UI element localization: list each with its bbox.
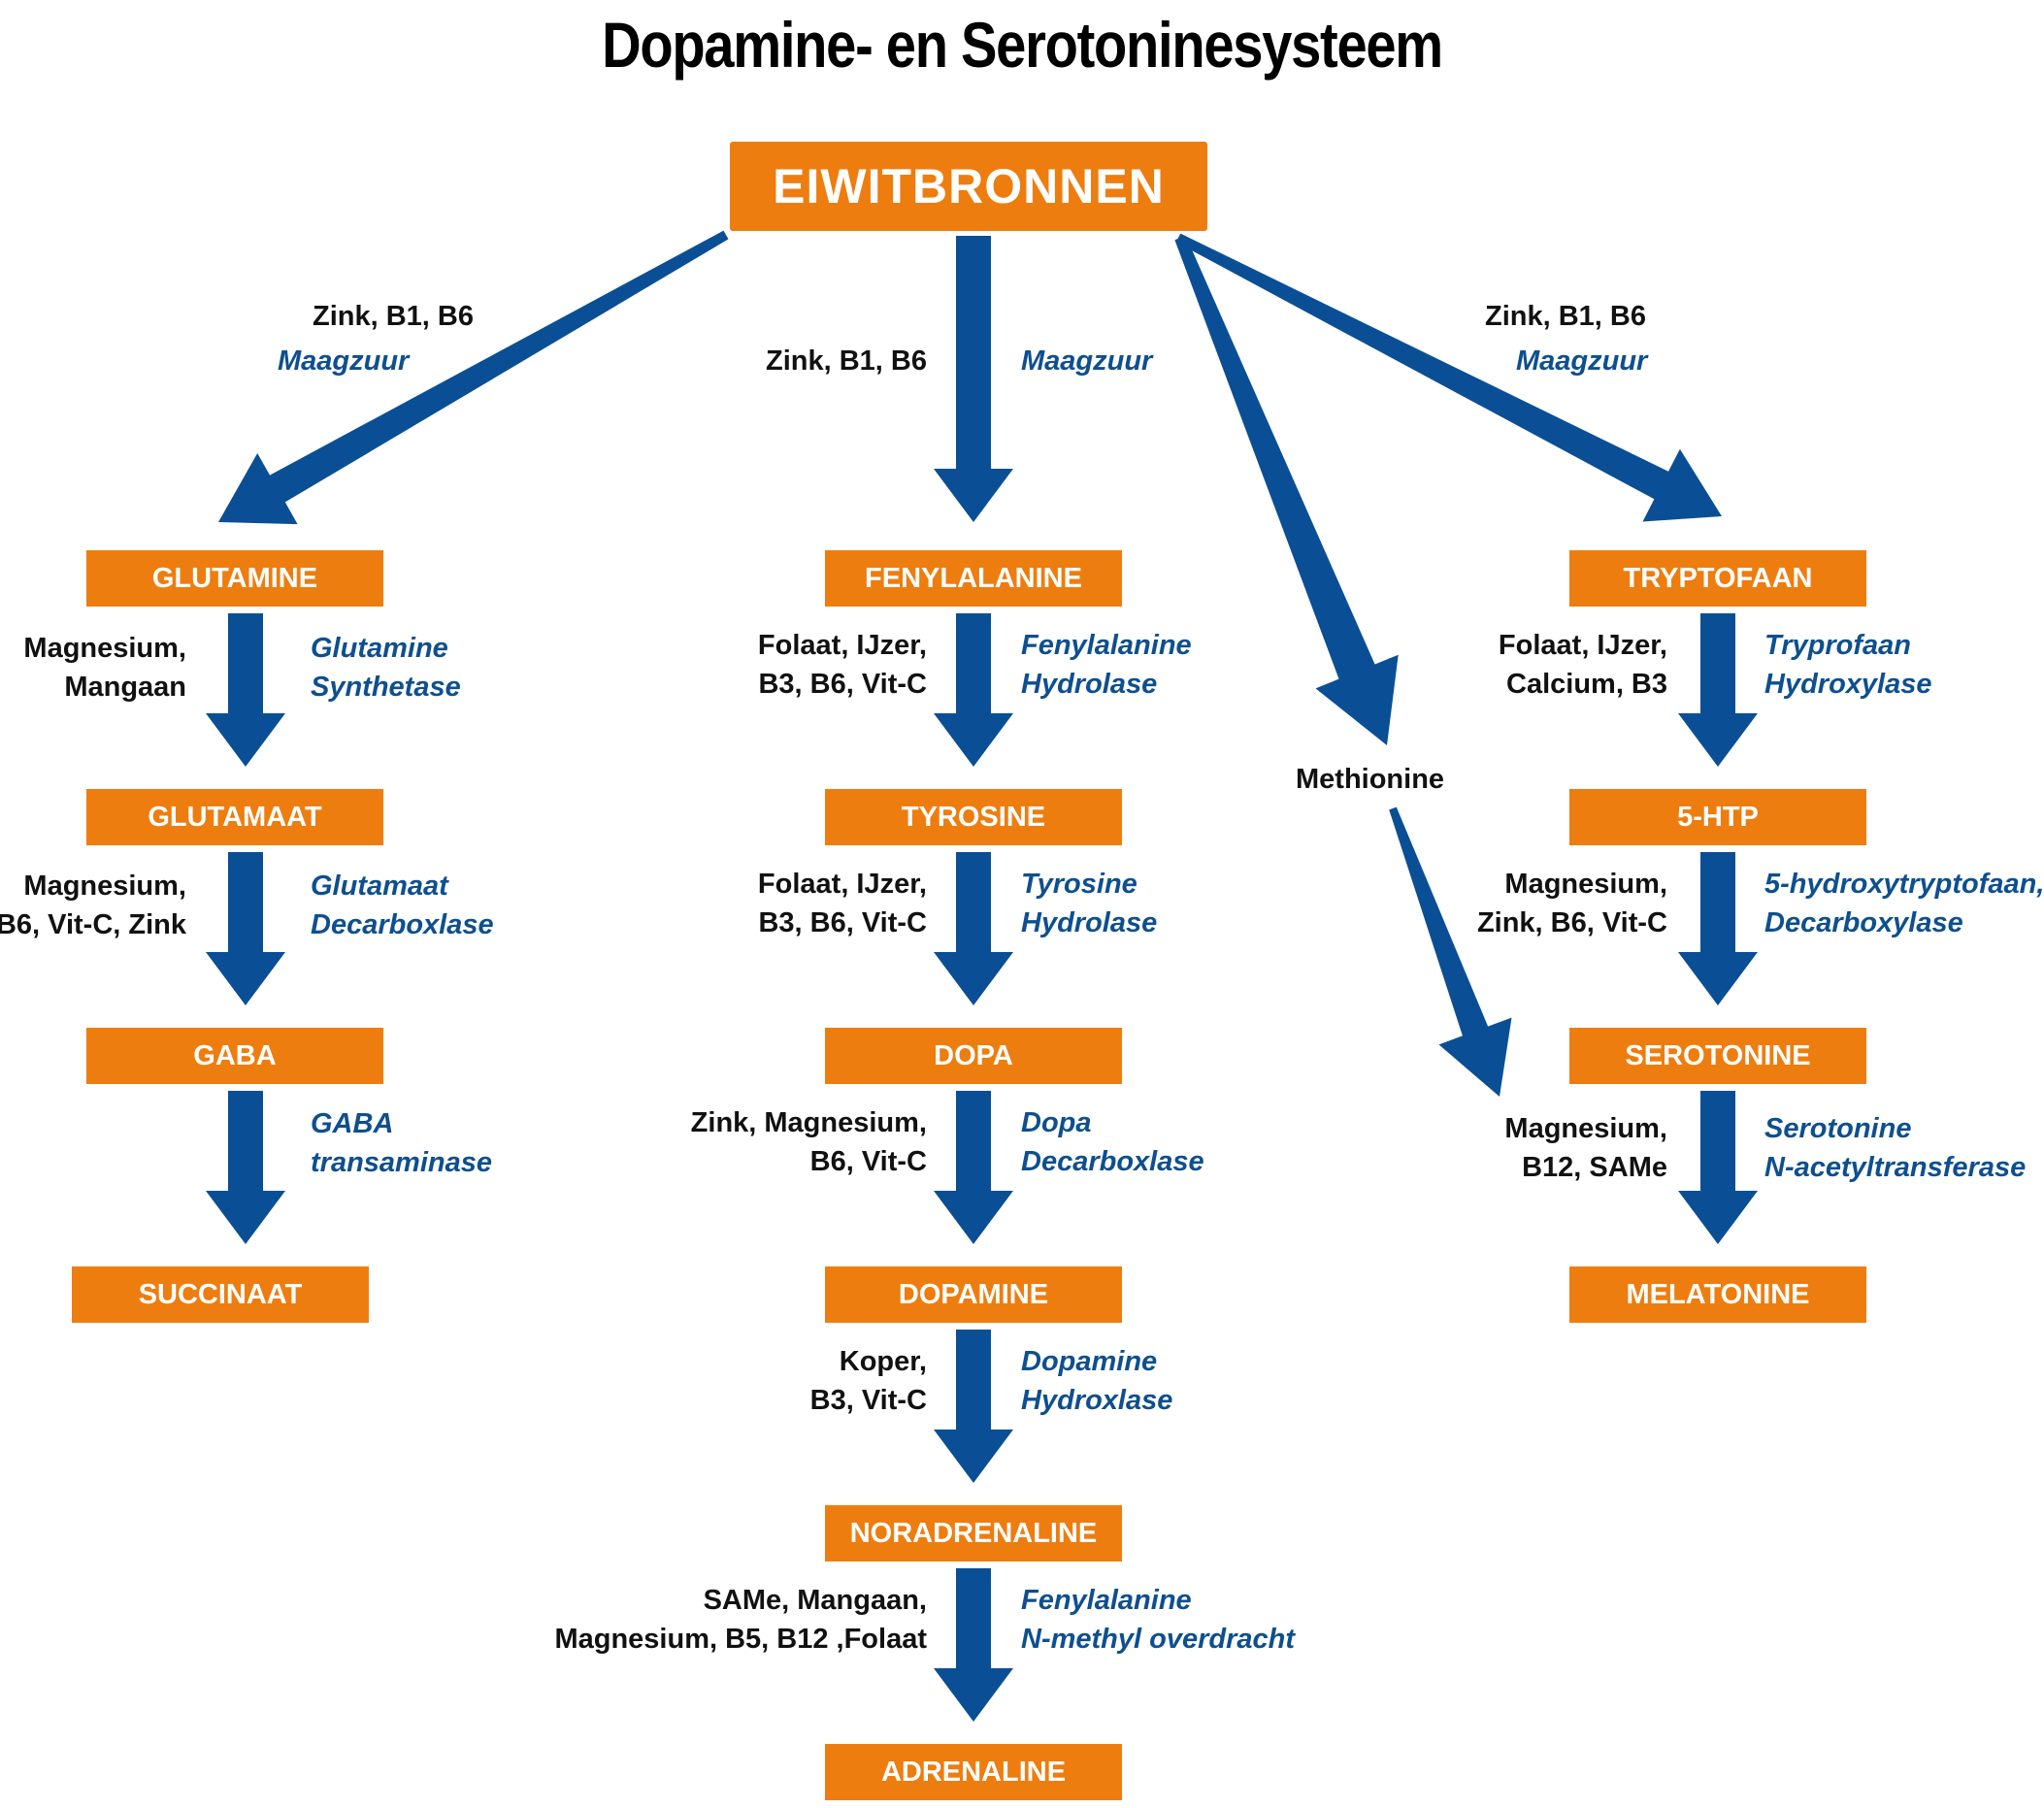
arrow-dopamine-step4 [934,1330,1013,1483]
serotonin-step2-enzyme: 5-hydroxytryptofaan, Decarboxylase [1764,869,2044,938]
glutamine-step2-enzyme: Glutamaat Decarboxlase [311,871,494,940]
arrow-to-glutamine [218,230,729,525]
arrow-glutamine-step1 [206,613,285,767]
arrow-glutamine-step2 [206,852,285,1005]
branch-fenylalanine-enzyme: Maagzuur [1021,345,1153,377]
node-tyrosine: TYROSINE [825,789,1122,845]
arrow-dopamine-step3 [934,1091,1013,1244]
branch-fenylalanine-cofactors: Zink, B1, B6 [766,345,927,377]
serotonin-step3-enzyme: Serotonine N-acetyltransferase [1764,1113,2027,1183]
arrow-to-tryptofaan [1175,233,1722,522]
node-5-htp: 5-HTP [1569,789,1866,845]
source-box-eiwitbronnen: EIWITBRONNEN [730,142,1207,231]
dopamine-step1-cofactors: Folaat, IJzer, B3, B6, Vit-C [757,630,927,700]
dopamine-step4-cofactors: Koper, B3, Vit-C [809,1346,927,1416]
glutamine-step1-cofactors: Magnesium, Mangaan [23,633,186,703]
node-serotonine: SEROTONINE [1569,1028,1866,1084]
branch-tryptofaan-enzyme: Maagzuur [1516,345,1648,377]
serotonin-step1-cofactors: Folaat, IJzer, Calcium, B3 [1498,630,1667,700]
node-adrenaline: ADRENALINE [825,1744,1122,1800]
glutamine-step1-enzyme: Glutamine Synthetase [311,633,461,703]
arrow-dopamine-step2 [934,852,1013,1005]
branch-tryptofaan-cofactors: Zink, B1, B6 [1485,301,1646,332]
arrow-serotonin-step1 [1678,613,1758,767]
dopamine-step2-cofactors: Folaat, IJzer, B3, B6, Vit-C [757,869,927,938]
node-glutamaat: GLUTAMAAT [86,789,383,845]
dopamine-step5-cofactors: SAMe, Mangaan, Magnesium, B5, B12 ,Folaa… [554,1585,927,1655]
node-fenylalanine: FENYLALANINE [825,550,1122,607]
dopamine-step3-enzyme: Dopa Decarboxlase [1021,1107,1204,1177]
node-dopa: DOPA [825,1028,1122,1084]
dopamine-step1-enzyme: Fenylalanine Hydrolase [1021,630,1192,700]
glutamine-step2-cofactors: Magnesium, B6, Vit-C, Zink [0,871,186,940]
dopamine-step3-cofactors: Zink, Magnesium, B6, Vit-C [690,1107,927,1177]
node-gaba: GABA [86,1028,383,1084]
node-succinaat: SUCCINAAT [72,1266,369,1323]
serotonin-step1-enzyme: Tryprofaan Hydroxylase [1764,630,1932,700]
diagram-title: Dopamine- en Serotoninesysteem [602,9,1443,81]
dopamine-step5-enzyme: Fenylalanine N-methyl overdracht [1021,1585,1296,1655]
arrow-to-methionine [1174,235,1399,745]
dopamine-step4-enzyme: Dopamine Hydroxlase [1021,1346,1173,1416]
node-dopamine: DOPAMINE [825,1266,1122,1323]
glutamine-step3-enzyme: GABA transaminase [311,1108,492,1178]
node-tryptofaan: TRYPTOFAAN [1569,550,1866,607]
methionine-label: Methionine [1296,764,1445,795]
node-noradrenaline: NORADRENALINE [825,1505,1122,1561]
arrow-serotonin-step2 [1678,852,1758,1005]
branch-glutamine-enzyme: Maagzuur [278,345,410,377]
arrow-methionine-to-serotonin-step [1389,806,1512,1097]
arrow-glutamine-step3 [206,1091,285,1244]
arrow-dopamine-step1 [934,613,1013,767]
serotonin-step3-cofactors: Magnesium, B12, SAMe [1504,1113,1667,1183]
branch-glutamine-cofactors: Zink, B1, B6 [313,301,474,332]
node-glutamine: GLUTAMINE [86,550,383,607]
arrow-to-fenylalanine [934,236,1013,522]
arrow-serotonin-step3 [1678,1091,1758,1244]
dopamine-step2-enzyme: Tyrosine Hydrolase [1021,869,1158,938]
node-melatonine: MELATONINE [1569,1266,1866,1323]
serotonin-step2-cofactors: Magnesium, Zink, B6, Vit-C [1476,869,1667,938]
arrow-dopamine-step5 [934,1568,1013,1722]
